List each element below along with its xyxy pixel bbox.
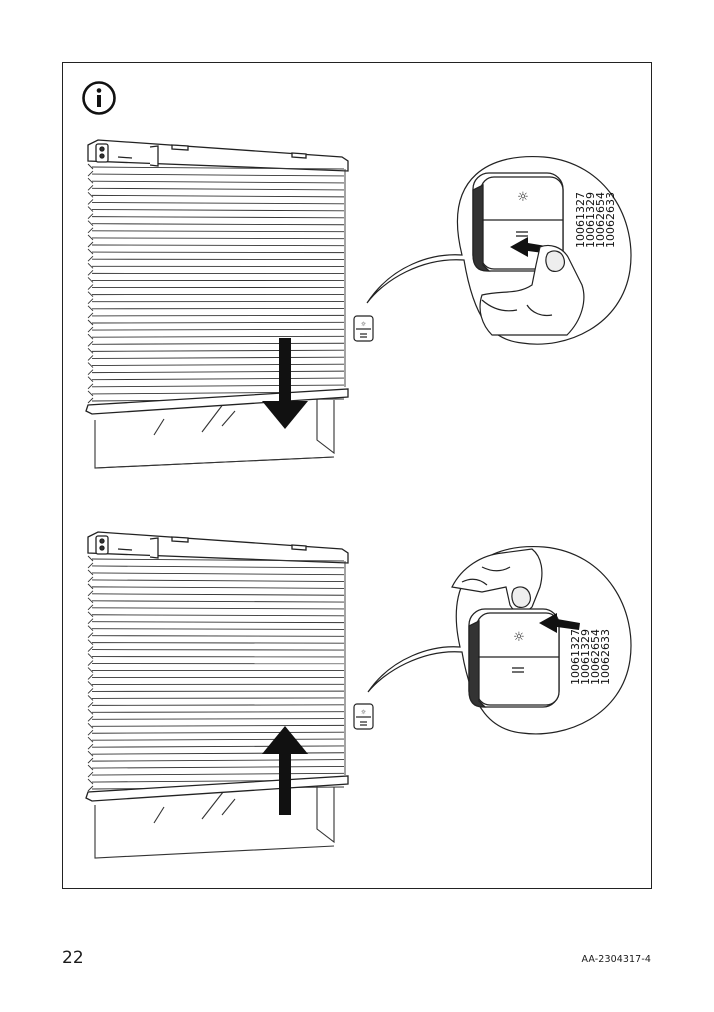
headrail: [87, 139, 349, 172]
sun-icon: ☼: [513, 630, 525, 645]
double-line-icon: [512, 667, 524, 673]
window-frame: [94, 397, 335, 469]
up-arrow-icon: [262, 726, 308, 815]
panel-lower-blind: ☼ ☼ 10061327 10061329 10062654 10062633: [85, 139, 632, 469]
press-arrow-icon: [539, 613, 580, 633]
sun-icon: ☼: [517, 190, 529, 205]
article-number-1: 10061327: [574, 192, 587, 248]
article-number-3: 10062654: [594, 192, 607, 248]
article-number-4: 10062633: [604, 192, 617, 248]
panel-raise-blind: ☼ ☼ 10061327 10061329 10062654 10062633: [85, 531, 632, 859]
wall-remote-small: ☼: [353, 315, 374, 342]
svg-text:☼: ☼: [361, 321, 367, 328]
article-numbers: 10061327 10061329 10062654 10062633: [569, 629, 612, 685]
pleated-fabric: [87, 163, 346, 404]
page-number: 22: [62, 948, 84, 968]
hand-illustration: [451, 548, 543, 613]
window-frame: [94, 785, 335, 859]
down-arrow-icon: [262, 338, 308, 429]
remote-zoomed: ☼: [468, 608, 560, 708]
article-number-3: 10062654: [589, 629, 602, 685]
hand-illustration: [479, 244, 585, 336]
pleated-fabric: [87, 555, 346, 792]
wall-remote-small: ☼: [353, 703, 374, 730]
article-number-2: 10061329: [584, 192, 597, 248]
svg-text:☼: ☼: [361, 709, 367, 716]
article-number-1: 10061327: [569, 629, 582, 685]
article-number-2: 10061329: [579, 629, 592, 685]
page-frame: [62, 62, 652, 889]
article-number-4: 10062633: [599, 629, 612, 685]
document-code: AA-2304317-4: [581, 954, 651, 965]
double-line-icon: [516, 231, 528, 237]
info-circle-icon: [82, 81, 116, 115]
headrail: [87, 531, 349, 564]
article-numbers: 10061327 10061329 10062654 10062633: [574, 192, 617, 248]
